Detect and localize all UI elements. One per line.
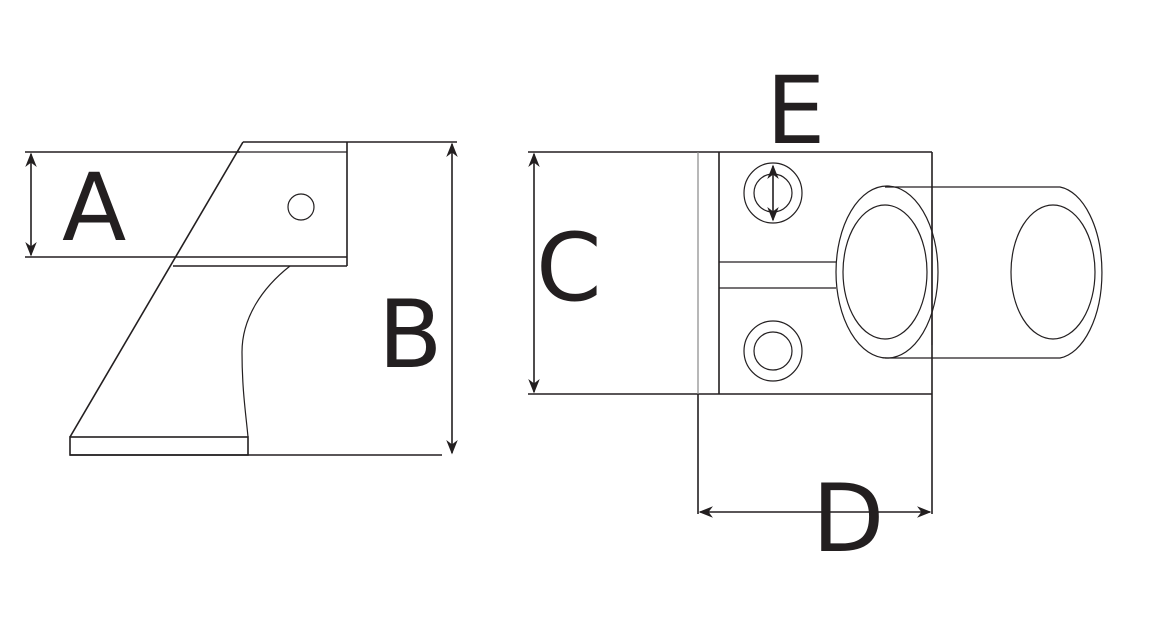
tube <box>835 185 1103 359</box>
support-curve <box>241 265 291 438</box>
side-view: A B <box>25 141 458 456</box>
label-d: D <box>812 465 884 574</box>
front-view: C E D <box>528 57 1103 574</box>
label-a: A <box>62 154 126 263</box>
mount-hole <box>287 193 315 221</box>
label-b: B <box>378 281 443 390</box>
label-e: E <box>766 57 825 166</box>
screw-hole-top <box>743 162 803 224</box>
diagonal-edge <box>69 141 244 438</box>
screw-hole-bottom <box>743 320 803 382</box>
label-c: C <box>536 214 602 323</box>
base-foot <box>69 436 249 456</box>
